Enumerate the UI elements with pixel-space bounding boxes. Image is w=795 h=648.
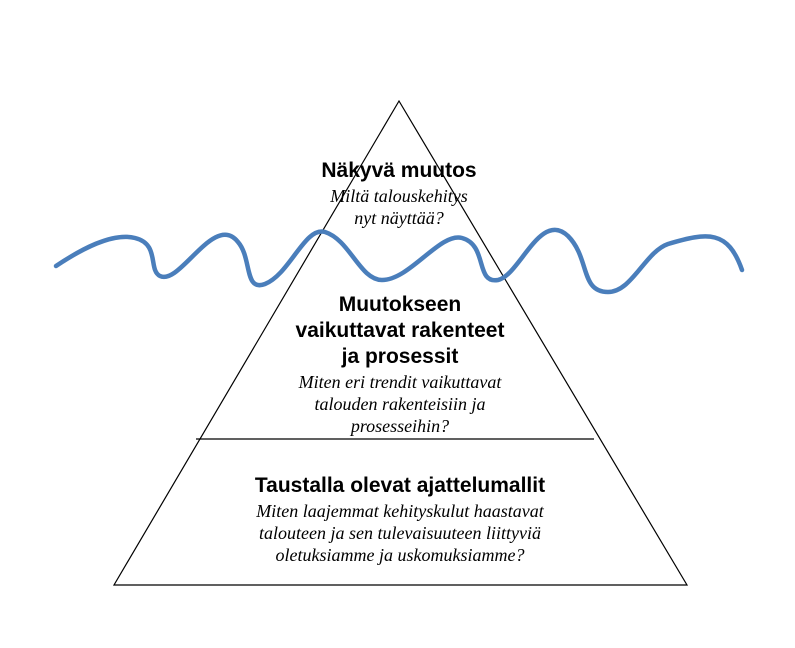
middle-question-line-2: talouden rakenteisiin ja — [314, 394, 486, 414]
bottom-question-line-2: talouteen ja sen tulevaisuuteen liittyvi… — [259, 523, 541, 543]
middle-title-line-3: ja prosessit — [341, 345, 459, 368]
top-question-line-2: nyt näyttää? — [354, 208, 444, 228]
bottom-title: Taustalla olevat ajattelumallit — [254, 474, 546, 497]
middle-title-line-2: vaikuttavat rakenteet — [295, 319, 505, 342]
top-question-line-1: Miltä talouskehitys — [330, 186, 468, 206]
middle-question-line-3: prosesseihin? — [350, 416, 450, 436]
water-surface-wave — [53, 227, 745, 295]
middle-question-line-1: Miten eri trendit vaikuttavat — [298, 372, 502, 392]
top-section: Näkyvä muutos Miltä talouskehitys nyt nä… — [249, 158, 549, 229]
bottom-question-line-3: oletuksiamme ja uskomuksiamme? — [275, 545, 525, 565]
bottom-question-line-1: Miten laajemmat kehityskulut haastavat — [256, 501, 544, 521]
bottom-section: Taustalla olevat ajattelumallit Miten la… — [200, 473, 600, 566]
middle-section: Muutokseen vaikuttavat rakenteet ja pros… — [225, 292, 575, 437]
pyramid-outline — [112, 99, 689, 586]
top-title: Näkyvä muutos — [321, 159, 477, 182]
middle-title-line-1: Muutokseen — [338, 293, 462, 316]
